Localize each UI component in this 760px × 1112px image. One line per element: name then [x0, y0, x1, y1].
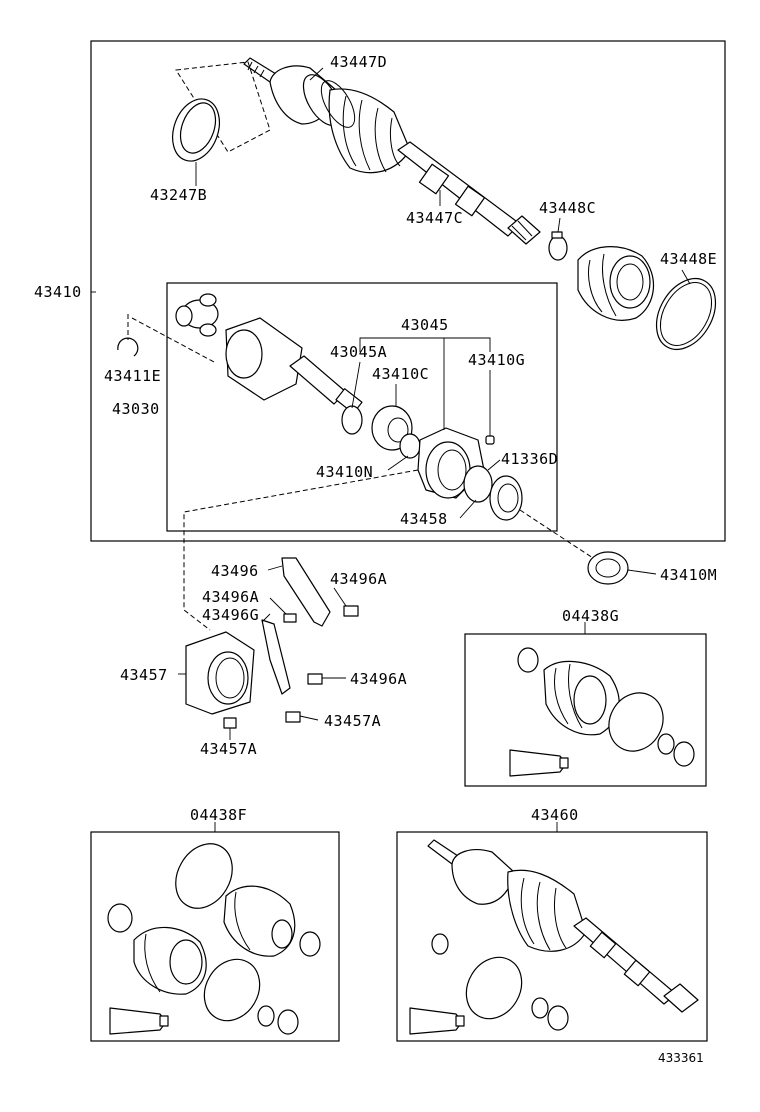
label-43247B: 43247B — [150, 186, 207, 204]
label-43410: 43410 — [34, 283, 82, 301]
part-43030-tripod — [175, 293, 219, 337]
label-43496: 43496 — [211, 562, 259, 580]
label-43496A-left: 43496A — [202, 588, 259, 606]
label-43448C: 43448C — [539, 199, 596, 217]
label-43457A-lower: 43457A — [200, 740, 257, 758]
label-04438G: 04438G — [562, 607, 619, 625]
label-43447D: 43447D — [330, 53, 387, 71]
diagram-reference-number: 433361 — [658, 1051, 704, 1065]
label-04438F: 04438F — [190, 806, 247, 824]
part-43247B-boot-ring — [172, 61, 271, 162]
label-43460: 43460 — [531, 806, 579, 824]
kit-04438G-frame — [464, 633, 707, 787]
main-assembly-frame — [90, 40, 726, 542]
label-43457: 43457 — [120, 666, 168, 684]
shaft-43460-frame — [396, 831, 708, 1042]
label-43410M: 43410M — [660, 566, 717, 584]
label-43411E: 43411E — [104, 367, 161, 385]
label-43045A: 43045A — [330, 343, 387, 361]
bracket-assembly — [183, 469, 419, 729]
inner-joint-frame — [166, 282, 558, 532]
label-43030: 43030 — [112, 400, 160, 418]
part-43410M-seal — [519, 509, 629, 585]
part-43448C-clamp — [548, 231, 568, 261]
bolt-icon — [223, 605, 359, 729]
label-43410G: 43410G — [468, 351, 525, 369]
label-43410C: 43410C — [372, 365, 429, 383]
part-43411E-snap-ring — [117, 314, 215, 363]
label-43496G: 43496G — [202, 606, 259, 624]
inner-joint-housing — [225, 317, 363, 414]
kit-04438F-parts — [107, 843, 321, 1035]
part-43448E-band — [655, 278, 717, 350]
label-43447C: 43447C — [406, 209, 463, 227]
label-43448E: 43448E — [660, 250, 717, 268]
label-43496A-right: 43496A — [330, 570, 387, 588]
label-43458: 43458 — [400, 510, 448, 528]
inner-boot — [577, 246, 655, 321]
kit-04438G-parts — [509, 647, 695, 777]
shaft-43460-parts — [409, 839, 699, 1035]
label-43045: 43045 — [401, 316, 449, 334]
label-41336D: 41336D — [501, 450, 558, 468]
inner-joint-components — [341, 405, 523, 521]
drive-shaft-outer — [243, 57, 541, 245]
label-43410N: 43410N — [316, 463, 373, 481]
leader-lines — [91, 67, 691, 832]
label-43496A-lower: 43496A — [350, 670, 407, 688]
label-43457A-right: 43457A — [324, 712, 381, 730]
